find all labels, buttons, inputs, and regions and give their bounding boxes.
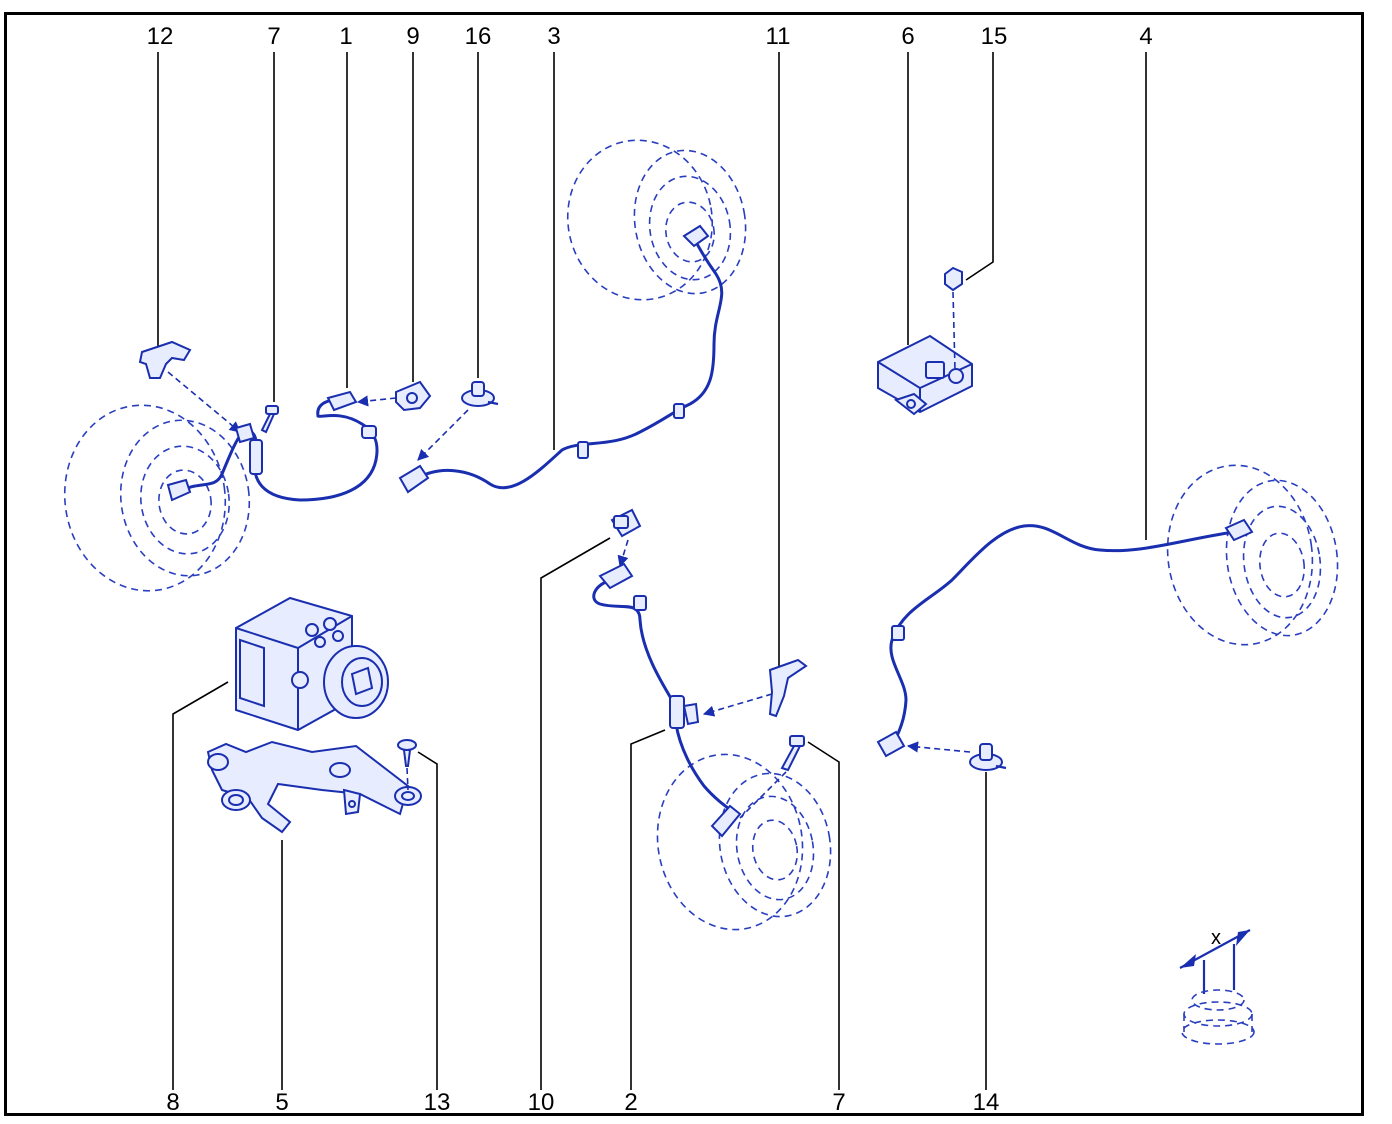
arrow-12-to-sensor xyxy=(167,371,241,433)
leader-13 xyxy=(417,751,438,1090)
screw-part-13 xyxy=(397,739,417,767)
centerline-13 xyxy=(406,767,409,791)
sensor-cable-rear-left-part-3 xyxy=(398,224,724,494)
callout-10: 10 xyxy=(528,1089,555,1116)
arrow-11-to-cable xyxy=(702,693,773,717)
callout-1: 1 xyxy=(339,23,352,50)
arrow-10-to-cable xyxy=(617,539,629,568)
leader-15 xyxy=(965,52,994,281)
clip-part-9 xyxy=(395,380,432,412)
sensor-cable-rear-right-part-4 xyxy=(876,518,1254,758)
leader-2 xyxy=(630,729,666,1090)
callout-11: 11 xyxy=(766,23,791,50)
arrow-14-to-connector xyxy=(906,741,971,753)
mounting-bracket-part-5 xyxy=(206,740,422,834)
callout-3: 3 xyxy=(547,23,560,50)
callout-2: 2 xyxy=(624,1089,637,1116)
nut-part-15 xyxy=(944,266,963,292)
wheel-front-right xyxy=(656,753,832,931)
callout-13: 13 xyxy=(424,1089,451,1116)
callout-15: 15 xyxy=(981,23,1008,50)
clip-part-10 xyxy=(610,508,642,538)
leader-10 xyxy=(540,537,611,1090)
centerline-7-bottom xyxy=(739,771,787,819)
bracket-part-12 xyxy=(138,340,192,379)
callout-7-top: 7 xyxy=(267,23,280,50)
callout-12: 12 xyxy=(147,23,174,50)
callout-9: 9 xyxy=(406,23,419,50)
callout-8: 8 xyxy=(166,1089,179,1116)
sensor-cable-front-right-part-2 xyxy=(592,562,742,838)
leader-lines xyxy=(157,52,1147,1090)
callout-4: 4 xyxy=(1139,23,1152,50)
clip-part-16 xyxy=(461,381,499,407)
leader-7-bottom xyxy=(807,741,840,1090)
sensor-module-part-6 xyxy=(877,334,973,416)
callout-5: 5 xyxy=(275,1089,288,1116)
centerline-15 xyxy=(952,291,956,371)
callout-7-bottom: 7 xyxy=(832,1089,845,1116)
sensor-cable-front-left-part-1 xyxy=(166,390,379,502)
abs-hydraulic-unit-part-8 xyxy=(235,596,389,732)
wheel-rear-right xyxy=(1166,464,1339,646)
bracket-part-11 xyxy=(768,658,808,718)
wheel-front-left xyxy=(63,404,251,592)
detail-x-label: x xyxy=(1211,927,1221,949)
clip-part-14 xyxy=(969,743,1007,771)
callout-14: 14 xyxy=(973,1089,1000,1116)
callout-6: 6 xyxy=(901,23,914,50)
leader-8 xyxy=(172,681,229,1090)
bolt-part-7-bottom xyxy=(780,735,805,772)
wheel-rear-left xyxy=(566,139,747,301)
diagram-frame xyxy=(4,12,1364,1116)
arrow-9-to-cable xyxy=(356,395,397,407)
arrow-16-to-connector xyxy=(417,409,469,461)
detail-x-inset: x xyxy=(1179,927,1255,1045)
bolt-part-7-top xyxy=(260,405,279,434)
callout-16: 16 xyxy=(465,23,492,50)
